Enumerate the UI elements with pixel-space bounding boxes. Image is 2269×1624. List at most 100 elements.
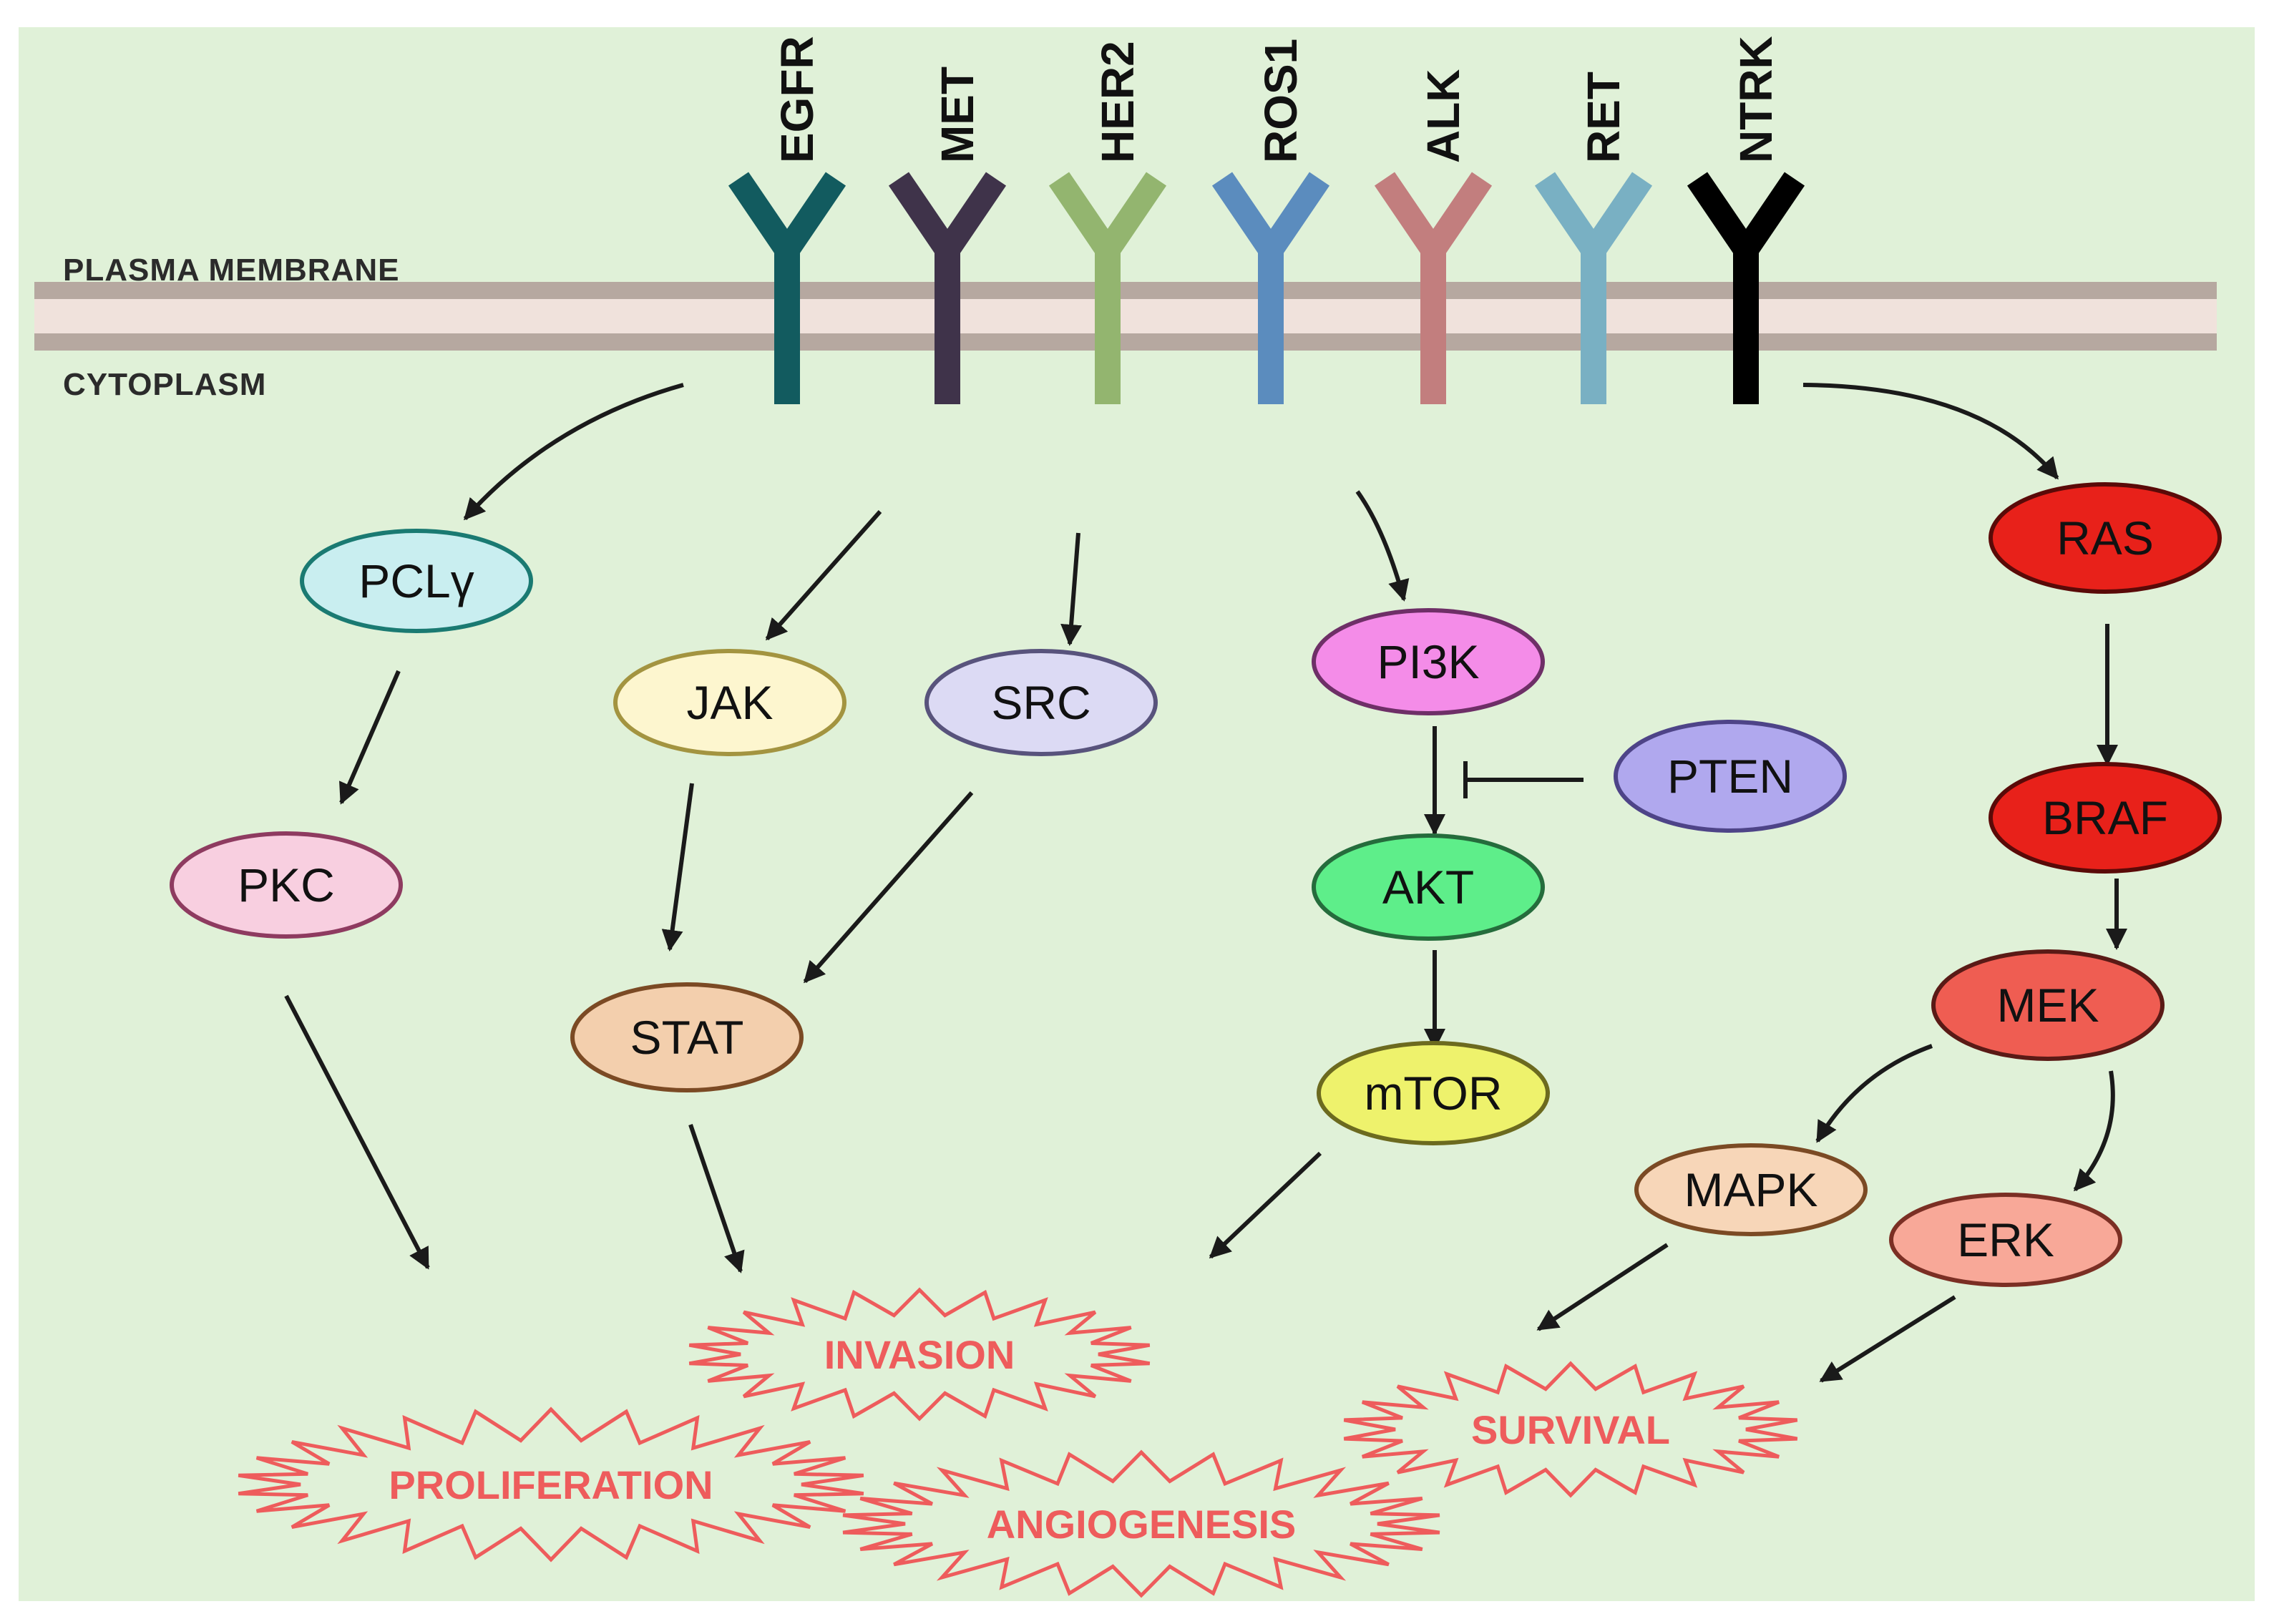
arrow-pclg-to-pkc	[339, 670, 401, 805]
her2-receptor-stem	[1095, 243, 1121, 404]
pten-inhibition	[1463, 761, 1584, 798]
mapk-node: MAPK	[1634, 1143, 1868, 1236]
ntrk-receptor: NTRK	[1687, 36, 1805, 404]
jak-node: JAK	[613, 649, 846, 756]
arrow-erk-to-survival	[1819, 1295, 1956, 1383]
akt-node: AKT	[1312, 833, 1545, 941]
mek-node: MEK	[1931, 949, 2165, 1061]
survival-label: SURVIVAL	[1471, 1407, 1670, 1452]
ret-label: RET	[1578, 72, 1629, 163]
arrow-receptors-to-ras	[1802, 383, 2059, 480]
arrow-mek-to-mapk	[1815, 1044, 1933, 1143]
arrow-receptors-to-pi3k	[1355, 490, 1410, 602]
proliferation-outcome: PROLIFERATION	[238, 1407, 864, 1562]
src-node: SRC	[924, 649, 1158, 756]
stat-ellipse	[570, 982, 804, 1092]
pi3k-label: PI3K	[1377, 635, 1479, 688]
arrow-stat-to-invasion	[688, 1124, 745, 1273]
ret-receptor: RET	[1534, 72, 1653, 404]
erk-label: ERK	[1957, 1213, 2054, 1266]
mtor-ellipse	[1317, 1041, 1550, 1145]
arrow-layer	[284, 383, 2127, 1383]
alk-label: ALK	[1417, 69, 1469, 163]
proliferation-label: PROLIFERATION	[389, 1462, 713, 1507]
arrow-receptors-to-pclg	[463, 383, 684, 521]
alk-receptor-stem	[1420, 243, 1446, 404]
arrow-mtor-to-angiogenesis	[1209, 1151, 1322, 1259]
met-label: MET	[932, 67, 983, 163]
egfr-label: EGFR	[771, 36, 823, 163]
met-receptor-stem	[935, 243, 960, 404]
pkc-node: PKC	[170, 831, 403, 939]
ret-receptor-stem	[1581, 243, 1606, 404]
proliferation-starburst	[238, 1407, 864, 1562]
plasma-membrane	[34, 282, 2217, 351]
angiogenesis-label: ANGIOGENESIS	[987, 1502, 1297, 1547]
arrow-receptors-to-jak	[765, 510, 882, 641]
jak-label: JAK	[686, 676, 773, 729]
mtor-label: mTOR	[1364, 1067, 1502, 1120]
mapk-label: MAPK	[1684, 1163, 1817, 1216]
ras-label: RAS	[2056, 512, 2154, 564]
survival-outcome: SURVIVAL	[1343, 1361, 1798, 1498]
ros1-receptor-stem	[1258, 243, 1284, 404]
pi3k-ellipse	[1312, 608, 1545, 715]
invasion-outcome: INVASION	[688, 1287, 1151, 1422]
mtor-node: mTOR	[1317, 1041, 1550, 1145]
stat-label: STAT	[630, 1011, 744, 1064]
braf-label: BRAF	[2042, 791, 2168, 844]
erk-node: ERK	[1889, 1193, 2122, 1287]
jak-ellipse	[613, 649, 846, 756]
survival-starburst	[1343, 1361, 1798, 1498]
akt-ellipse	[1312, 833, 1545, 941]
alk-receptor: ALK	[1374, 69, 1493, 404]
pkc-ellipse	[170, 831, 403, 939]
plasma-membrane-label: PLASMA MEMBRANE	[63, 253, 399, 288]
met-receptor: MET	[888, 67, 1007, 404]
receptor-layer: EGFR MET HER2 ROS1 ALK RET NTRK	[728, 36, 1805, 404]
ras-node: RAS	[1989, 482, 2222, 594]
pten-node: PTEN	[1614, 720, 1847, 833]
pten-label: PTEN	[1667, 750, 1793, 803]
outcome-layer: INVASION PROLIFERATION ANGIOGENESIS SURVIVA…	[238, 1287, 1798, 1598]
pclg-label: PCLγ	[358, 554, 474, 607]
erk-ellipse	[1889, 1193, 2122, 1287]
pten-ellipse	[1614, 720, 1847, 833]
egfr-receptor-stem	[774, 243, 800, 404]
invasion-label: INVASION	[824, 1332, 1015, 1377]
arrow-mapk-to-survival	[1536, 1243, 1669, 1331]
braf-node: BRAF	[1989, 762, 2222, 874]
akt-label: AKT	[1382, 861, 1474, 914]
stat-node: STAT	[570, 982, 804, 1092]
arrow-jak-to-stat	[661, 783, 694, 952]
pkc-label: PKC	[238, 859, 335, 911]
mek-label: MEK	[1996, 979, 2099, 1032]
invasion-starburst	[688, 1287, 1151, 1422]
her2-label: HER2	[1092, 41, 1143, 163]
braf-ellipse	[1989, 762, 2222, 874]
ras-ellipse	[1989, 482, 2222, 594]
her2-receptor: HER2	[1048, 41, 1167, 404]
ntrk-label: NTRK	[1730, 36, 1782, 163]
ros1-receptor: ROS1	[1211, 39, 1330, 404]
arrow-mek-to-erk	[2073, 1070, 2115, 1192]
mek-ellipse	[1931, 949, 2165, 1061]
src-label: SRC	[991, 676, 1090, 729]
angiogenesis-starburst	[842, 1449, 1440, 1598]
angiogenesis-outcome: ANGIOGENESIS	[842, 1449, 1440, 1598]
arrow-pkc-to-proliferation	[284, 994, 430, 1270]
src-ellipse	[924, 649, 1158, 756]
pi3k-node: PI3K	[1312, 608, 1545, 715]
ntrk-receptor-stem	[1733, 243, 1759, 404]
arrow-receptors-to-src	[1060, 532, 1083, 646]
mapk-ellipse	[1634, 1143, 1868, 1236]
egfr-receptor: EGFR	[728, 36, 846, 404]
ros1-label: ROS1	[1255, 39, 1307, 163]
pclg-ellipse	[300, 529, 533, 633]
cytoplasm-label: CYTOPLASM	[63, 367, 266, 402]
pclg-node: PCLγ	[300, 529, 533, 633]
arrow-src-to-stat	[803, 791, 974, 984]
